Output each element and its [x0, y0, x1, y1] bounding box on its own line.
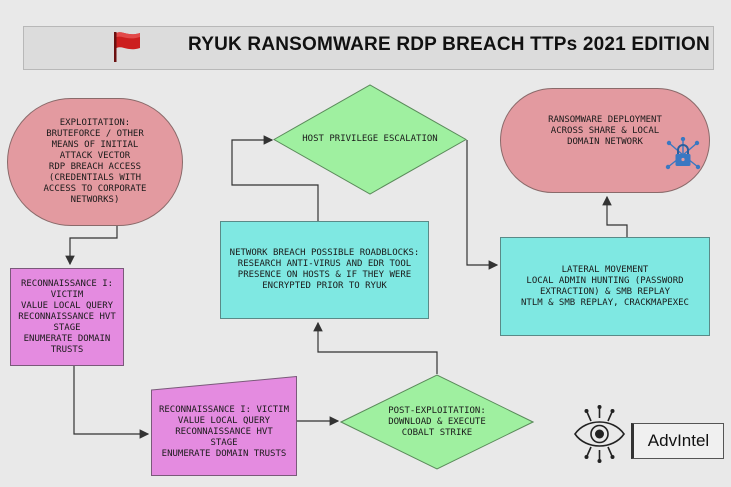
ransomware-deployment-node: RANSOMWARE DEPLOYMENT ACROSS SHARE & LOC… [500, 88, 710, 193]
red-flag-icon [114, 32, 140, 62]
ransomware-deployment-text: RANSOMWARE DEPLOYMENT ACROSS SHARE & LOC… [548, 115, 662, 147]
reconnaissance-1-text: RECONNAISSANCE I: VICTIM VALUE LOCAL QUE… [18, 278, 116, 355]
network-breach-node: NETWORK BREACH POSSIBLE ROADBLOCKS: RESE… [220, 221, 429, 319]
advintel-logo-text: AdvIntel [631, 423, 724, 459]
post-exploitation-node: POST-EXPLOITATION: DOWNLOAD & EXECUTE CO… [340, 374, 534, 470]
lateral-movement-text: LATERAL MOVEMENT LOCAL ADMIN HUNTING (PA… [521, 264, 689, 308]
diagram-title: RYUK RANSOMWARE RDP BREACH TTPs 2021 EDI… [188, 34, 710, 55]
privilege-escalation-shape [273, 84, 467, 195]
reconnaissance-2-text: RECONNAISSANCE I: VICTIM VALUE LOCAL QUE… [158, 404, 290, 459]
reconnaissance-node-1: RECONNAISSANCE I: VICTIM VALUE LOCAL QUE… [10, 268, 124, 366]
network-lock-icon [665, 137, 701, 170]
privilege-escalation-text: HOST PRIVILEGE ESCALATION [302, 134, 438, 144]
post-exploitation-text: POST-EXPLOITATION: DOWNLOAD & EXECUTE CO… [388, 405, 486, 438]
reconnaissance-node-2-shape [151, 376, 297, 476]
lateral-movement-node: LATERAL MOVEMENT LOCAL ADMIN HUNTING (PA… [500, 237, 710, 336]
privilege-escalation-node: HOST PRIVILEGE ESCALATION [273, 84, 467, 195]
network-breach-text: NETWORK BREACH POSSIBLE ROADBLOCKS: RESE… [229, 248, 420, 291]
exploitation-text: EXPLOITATION: BRUTEFORCE / OTHER MEANS O… [43, 118, 147, 205]
reconnaissance-node-2: RECONNAISSANCE I: VICTIM VALUE LOCAL QUE… [151, 376, 297, 476]
eye-circuit-logo-icon [574, 405, 625, 463]
exploitation-node: EXPLOITATION: BRUTEFORCE / OTHER MEANS O… [7, 98, 183, 226]
post-exploitation-shape [340, 374, 534, 470]
